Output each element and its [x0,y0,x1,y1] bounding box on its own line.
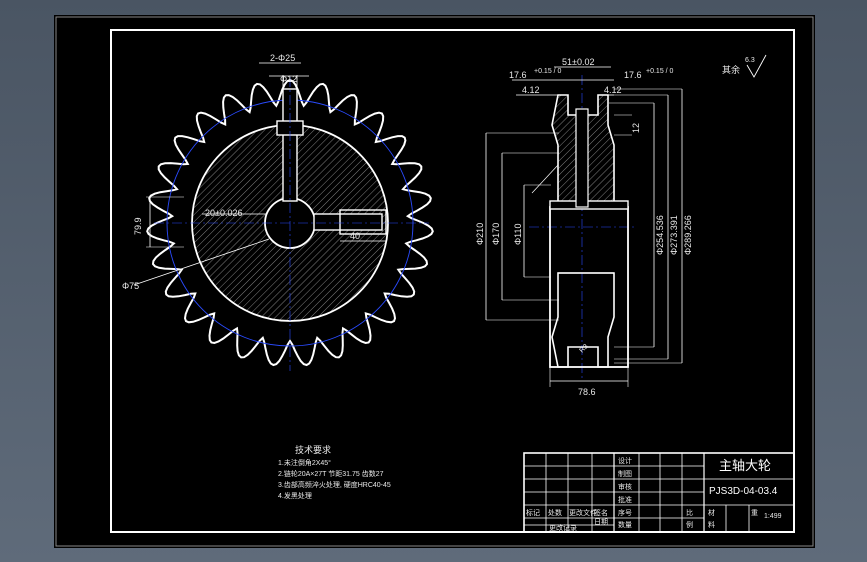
tech-line-2: 2.链轮20A×27T 节距31.75 齿数27 [278,469,384,478]
dim-holes: 2-Φ25 [270,53,295,63]
title-block-text: 主轴大轮 PJS3D-04-03.4 设计 制图 审核 批准 标记 处数 更改文… [526,456,782,532]
tb-approve: 批准 [618,495,632,504]
dim-d170: Φ170 [491,223,501,245]
sprocket-front-view: 2-Φ25 Φ12 20±0.026 40 79.9 Φ75 [122,53,434,371]
tb-draw: 制图 [618,469,632,478]
dim-tol-right: +0.15 / 0 [646,68,674,75]
tb-ratio2: 例 [686,520,693,529]
drawing-viewport[interactable]: 2-Φ25 Φ12 20±0.026 40 79.9 Φ75 [54,15,815,548]
tb-material2: 料 [708,520,715,529]
dim-d110: Φ110 [513,223,523,245]
dim-hub: Φ75 [122,281,139,291]
sprocket-side-section: 51±0.02 17.6 +0.15 / 0 17.6 +0.15 / 0 4.… [475,57,693,397]
dim-d289: Φ289.266 [683,215,693,255]
tb-qty: 数量 [618,520,632,529]
roughness-note: 其余 6.3 [722,54,767,78]
tb-sign: 签名 [594,508,608,517]
dim-bore: 20±0.026 [205,208,242,218]
bore-band [549,200,629,210]
technical-requirements: 技术要求 1.未注倒角2X45° 2.链轮20A×27T 节距31.75 齿数2… [278,444,391,500]
center-slot [575,108,589,208]
roughness-other-label: 其余 [722,64,740,75]
dim-d273: Φ273.391 [669,215,679,255]
web-section-bottom [551,272,615,368]
dim-chamfer-right: 4.12 [604,85,622,95]
pin-hole-horizontal [313,213,383,231]
dim-chamfer-left: 4.12 [522,85,540,95]
tb-count: 处数 [548,508,562,517]
tb-scale: 1:499 [764,513,782,520]
dim-d210: Φ210 [475,223,485,245]
dim-r3: R3 [578,343,589,354]
dim-hub-width: 78.6 [578,387,596,397]
dim-tooth-left: 17.6 [509,70,527,80]
inner-frame [110,29,795,533]
dim-tooth-right: 17.6 [624,70,642,80]
outer-frame [55,16,814,547]
keyway-slot [339,209,387,235]
tech-line-3: 3.齿部高频淬火处理, 硬度HRC40-45 [278,480,391,489]
tech-line-4: 4.发黑处理 [278,491,312,500]
tb-change-record: 更改记录 [549,523,577,532]
tb-seq: 序号 [618,508,632,517]
hub-body [549,206,629,368]
drawing-number: PJS3D-04-03.4 [709,486,778,497]
dim-d254: Φ254.536 [655,215,665,255]
dim-width-total: 51±0.02 [562,57,594,67]
tb-mark: 标记 [526,508,540,517]
tb-check: 审核 [618,482,632,491]
tb-design: 设计 [618,456,632,465]
dim-keyway: 40 [350,231,360,241]
roughness-symbol [746,54,767,78]
tb-file: 更改文件 [569,508,597,517]
roughness-value: 6.3 [745,57,755,64]
dim-tol-left: +0.15 / 0 [534,68,562,75]
tech-line-1: 1.未注倒角2X45° [278,458,331,467]
title-block [523,452,795,533]
tb-weight: 重 [751,509,758,517]
dim-slot: 12 [631,123,641,133]
tb-date: 日期 [594,518,608,526]
gear-tooth-profile [146,78,434,367]
drawing-title: 主轴大轮 [719,458,771,473]
tech-heading: 技术要求 [295,444,331,455]
tb-ratio: 比 [686,508,693,517]
dim-pin: Φ12 [280,74,297,84]
dim-chord: 79.9 [133,217,143,235]
drawing-sheet: 2-Φ25 Φ12 20±0.026 40 79.9 Φ75 [55,16,814,547]
tb-material: 材 [708,508,715,517]
